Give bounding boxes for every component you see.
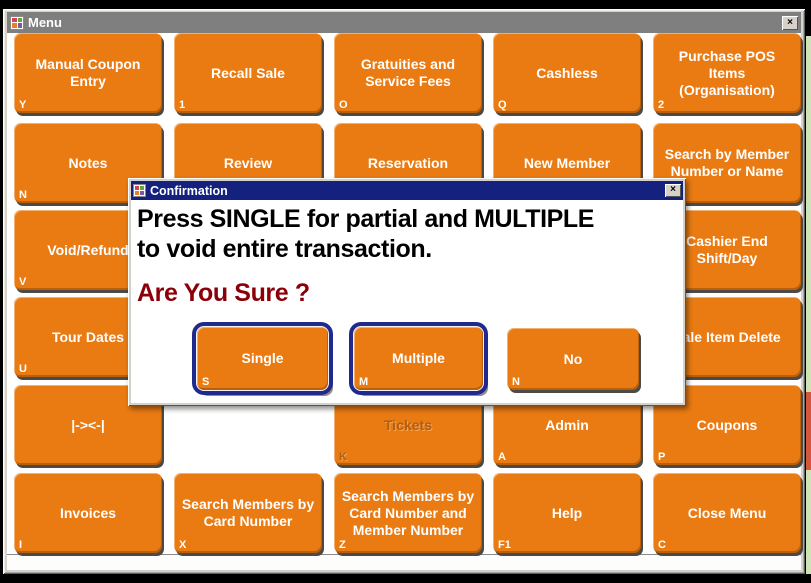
button-label: Search Members by Card Number <box>181 496 315 529</box>
shortcut-key-label: N <box>19 189 27 201</box>
menu-button-search-members-by-card-numbe[interactable]: Search Members by Card Number X <box>174 473 322 553</box>
dialog-button-multiple[interactable]: Multiple M <box>354 327 483 390</box>
button-label: Tickets <box>384 416 432 433</box>
shortcut-key-label: C <box>658 539 666 551</box>
button-label: Purchase POS Items (Organisation) <box>678 47 776 98</box>
menu-window-titlebar: Menu × <box>7 12 801 33</box>
button-label: Void/Refund <box>47 241 129 258</box>
shortcut-key-label: Z <box>339 539 346 551</box>
dialog-message: Press SINGLE for partial and MULTIPLE to… <box>137 204 594 264</box>
dialog-warning: Are You Sure ? <box>137 279 310 307</box>
shortcut-key-label: U <box>19 363 27 375</box>
button-label: New Member <box>523 154 611 171</box>
menu-button-help[interactable]: Help F1 <box>493 473 641 553</box>
confirmation-dialog-titlebar: Confirmation × <box>131 181 683 200</box>
button-label: Admin <box>545 416 589 433</box>
menu-button-search-members-by-card-numbe[interactable]: Search Members by Card Number and Member… <box>334 473 482 553</box>
shortcut-key-label: S <box>202 376 210 388</box>
status-bar <box>7 554 801 570</box>
button-label: Close Menu <box>687 504 767 521</box>
menu-button-close-menu[interactable]: Close Menu C <box>653 473 801 553</box>
button-label: Cashless <box>536 64 598 81</box>
dialog-message-line2: to void entire transaction. <box>137 235 432 263</box>
menu-button-cashless[interactable]: Cashless Q <box>493 33 641 113</box>
dialog-button-single[interactable]: Single S <box>197 327 328 390</box>
shortcut-key-label: Q <box>498 99 507 111</box>
app-icon <box>10 15 24 30</box>
app-icon <box>133 184 146 197</box>
shortcut-key-label: K <box>339 451 347 463</box>
shortcut-key-label: A <box>498 451 506 463</box>
menu-button-purchase-pos-items-organisat[interactable]: Purchase POS Items (Organisation) 2 <box>653 33 801 113</box>
shortcut-key-label: F1 <box>498 539 511 551</box>
button-label: Gratuities and Service Fees <box>360 56 456 89</box>
dialog-title: Confirmation <box>150 183 228 198</box>
close-icon[interactable]: × <box>665 184 681 197</box>
shortcut-key-label: O <box>339 99 348 111</box>
button-label: Search Members by Card Number and Member… <box>341 487 475 538</box>
dialog-button-no[interactable]: No N <box>507 328 639 390</box>
shortcut-key-label: X <box>179 539 187 551</box>
menu-button-invoices[interactable]: Invoices I <box>14 473 162 553</box>
desktop-edge-green <box>806 36 811 574</box>
close-icon[interactable]: × <box>782 15 798 30</box>
button-label: Help <box>551 504 583 521</box>
button-label: Coupons <box>696 416 758 433</box>
shortcut-key-label: V <box>19 276 27 288</box>
window-title: Menu <box>28 15 62 30</box>
button-label: |-><-| <box>71 416 105 433</box>
shortcut-key-label: N <box>512 376 520 388</box>
menu-button-recall-sale[interactable]: Recall Sale 1 <box>174 33 322 113</box>
button-label: Invoices <box>59 504 117 521</box>
button-label: Multiple <box>392 350 445 366</box>
button-label: Reservation <box>367 154 449 171</box>
menu-button-gratuities-and-service-fees[interactable]: Gratuities and Service Fees O <box>334 33 482 113</box>
shortcut-key-label: 2 <box>658 99 665 111</box>
button-label: Manual Coupon Entry <box>35 56 141 89</box>
menu-button-manual-coupon-entry[interactable]: Manual Coupon Entry Y <box>14 33 162 113</box>
button-label: No <box>563 350 583 367</box>
button-label: Review <box>223 154 273 171</box>
button-label: Single <box>241 350 284 366</box>
shortcut-key-label: 1 <box>179 99 186 111</box>
button-label: Tour Dates <box>51 328 125 345</box>
desktop-edge-red <box>806 392 811 470</box>
button-label: Recall Sale <box>211 64 285 81</box>
shortcut-key-label: M <box>359 376 369 388</box>
button-label: Search by Member Number or Name <box>664 146 790 179</box>
shortcut-key-label: I <box>19 539 23 551</box>
button-label: Notes <box>68 154 108 171</box>
menu-button-coupons[interactable]: Coupons P <box>653 385 801 465</box>
dialog-message-line1: Press SINGLE for partial and MULTIPLE <box>137 205 595 233</box>
shortcut-key-label: Y <box>19 99 27 111</box>
shortcut-key-label: P <box>658 451 666 463</box>
button-label: Cashier End Shift/Day <box>686 233 768 266</box>
button-label: Sale Item Delete <box>673 328 781 345</box>
